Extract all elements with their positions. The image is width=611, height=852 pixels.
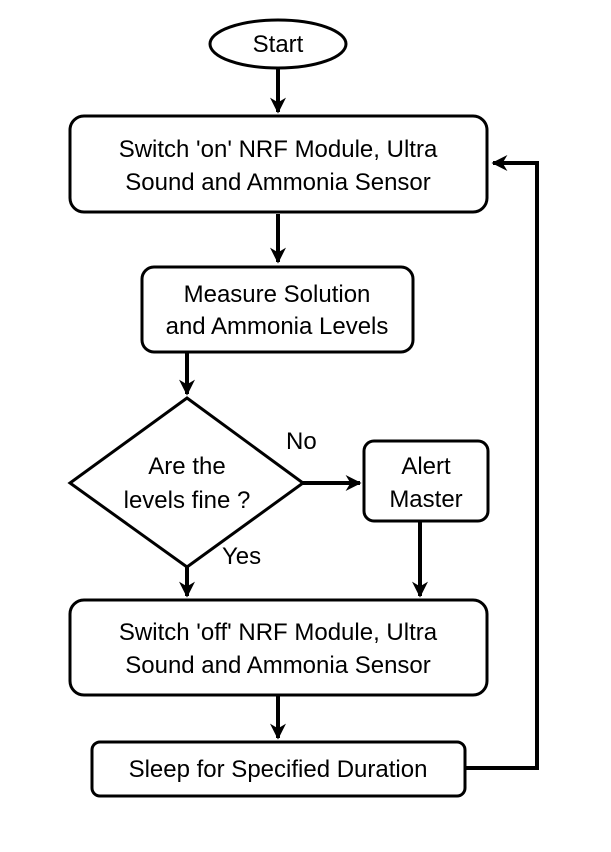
arrow-sleep-loop-back bbox=[465, 155, 539, 770]
measure-label-line1: Measure Solution bbox=[184, 281, 371, 308]
connectors bbox=[179, 68, 539, 770]
switch-off-label-line1: Switch 'off' NRF Module, Ultra bbox=[119, 619, 438, 646]
start-shape bbox=[208, 18, 348, 70]
alert-node: Alert Master bbox=[362, 439, 490, 523]
decision-label-line2: levels fine ? bbox=[124, 487, 251, 514]
switch-on-node: Switch 'on' NRF Module, Ultra Sound and … bbox=[68, 114, 489, 214]
no-edge-label: No bbox=[286, 428, 317, 455]
measure-shape bbox=[140, 265, 415, 354]
switch-off-label-line2: Sound and Ammonia Sensor bbox=[125, 652, 431, 679]
measure-node: Measure Solution and Ammonia Levels bbox=[140, 265, 415, 354]
sleep-label: Sleep for Specified Duration bbox=[129, 756, 428, 783]
decision-shape bbox=[67, 396, 306, 569]
sleep-node: Sleep for Specified Duration bbox=[90, 740, 467, 798]
switch-off-node: Switch 'off' NRF Module, Ultra Sound and… bbox=[68, 598, 489, 697]
decision-node: Are the levels fine ? bbox=[67, 396, 306, 569]
switch-on-label-line1: Switch 'on' NRF Module, Ultra bbox=[119, 136, 438, 163]
alert-label-line1: Alert bbox=[401, 453, 451, 480]
switch-off-shape bbox=[68, 598, 489, 697]
switch-on-shape bbox=[68, 114, 489, 214]
switch-on-label-line2: Sound and Ammonia Sensor bbox=[125, 169, 431, 196]
yes-edge-label: Yes bbox=[222, 543, 261, 570]
decision-label-line1: Are the bbox=[148, 453, 225, 480]
start-label: Start bbox=[253, 31, 304, 58]
alert-shape bbox=[362, 439, 490, 523]
start-node: Start bbox=[208, 18, 348, 70]
sleep-shape bbox=[90, 740, 467, 798]
measure-label-line2: and Ammonia Levels bbox=[166, 313, 389, 340]
alert-label-line2: Master bbox=[389, 486, 462, 513]
